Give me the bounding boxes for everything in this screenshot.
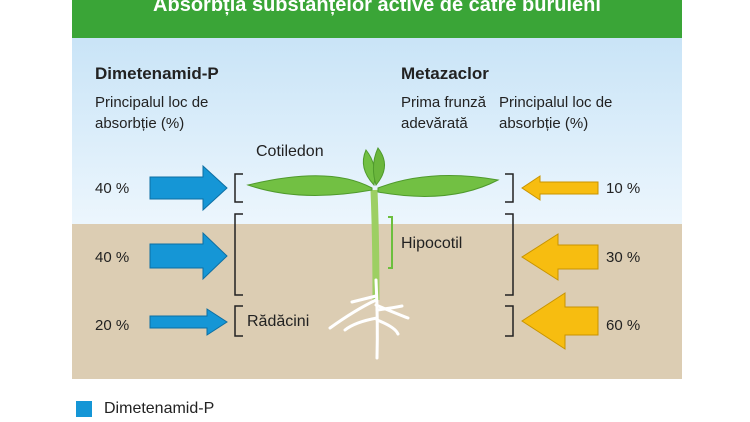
legend-label: Dimetenamid-P xyxy=(104,400,215,417)
blue-arrow-cotyledon xyxy=(149,164,228,212)
roots xyxy=(328,278,410,360)
right-value-leaf: 10 % xyxy=(606,180,641,197)
right-bracket-2 xyxy=(505,213,514,296)
left-value-cotyledon: 40 % xyxy=(95,180,130,197)
yellow-arrow-leaf xyxy=(521,175,599,201)
title-bar: Absorbția substanțelor active de către b… xyxy=(72,0,682,38)
radacini-label: Rădăcini xyxy=(247,313,310,330)
right-subtitle: Principalul loc de absorbție (%) xyxy=(499,94,613,132)
left-bracket-3 xyxy=(234,305,243,337)
yellow-arrow-hypocotyl xyxy=(521,233,599,281)
right-bracket-1 xyxy=(505,173,514,203)
blue-arrow-roots xyxy=(149,308,228,336)
left-bracket-2 xyxy=(234,213,243,296)
diagram-title: Absorbția substanțelor active de către b… xyxy=(153,0,601,16)
first-true-leaf-label: Prima frunză adevărată xyxy=(401,94,487,132)
right-value-hypocotyl: 30 % xyxy=(606,249,641,266)
left-value-hypocotyl: 40 % xyxy=(95,249,130,266)
right-bracket-3 xyxy=(505,305,514,337)
yellow-arrow-roots xyxy=(521,292,599,350)
hipocotil-bracket xyxy=(388,216,393,269)
cotiledon-label: Cotiledon xyxy=(256,143,324,160)
left-cotyledon xyxy=(246,175,373,196)
blue-arrow-hypocotyl xyxy=(149,231,228,281)
left-substance-name: Dimetenamid-P xyxy=(95,64,219,83)
true-leaf-right xyxy=(372,147,385,187)
legend-swatch-blue xyxy=(76,401,92,417)
hipocotil-label: Hipocotil xyxy=(401,235,463,252)
left-bracket-1 xyxy=(234,173,243,203)
left-value-roots: 20 % xyxy=(95,317,130,334)
left-subtitle: Principalul loc de absorbție (%) xyxy=(95,94,209,132)
right-substance-name: Metazaclor xyxy=(401,64,489,83)
right-cotyledon xyxy=(377,175,500,197)
right-value-roots: 60 % xyxy=(606,317,641,334)
